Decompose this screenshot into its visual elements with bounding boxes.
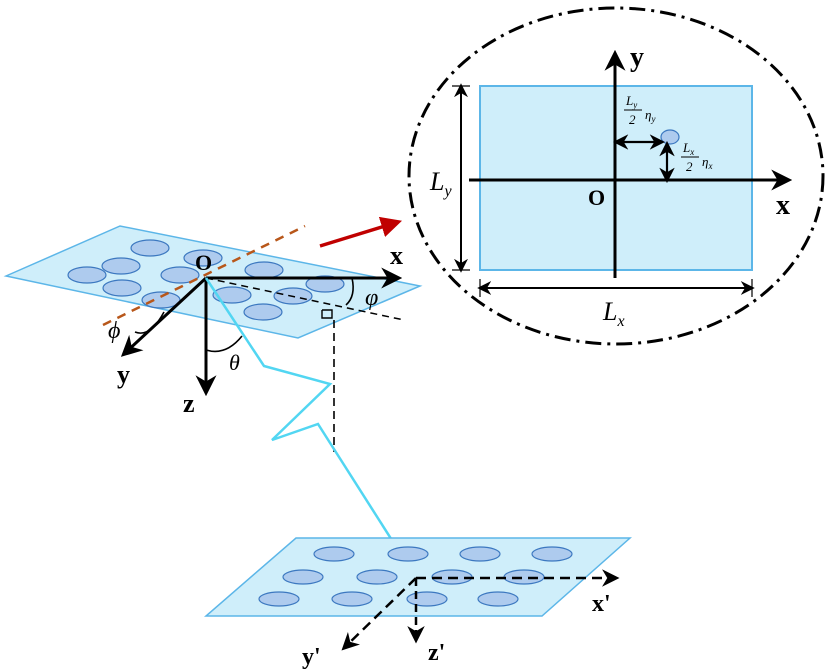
surface-element [243, 303, 283, 321]
svg-text:Ly: Ly [625, 93, 637, 110]
transmission-ray [204, 277, 418, 581]
half-lx-numerator: L [682, 140, 690, 155]
surface-element [313, 546, 355, 562]
lower-y-axis [341, 577, 417, 651]
surface-element [387, 546, 429, 562]
lower-y-label: y' [302, 644, 321, 670]
right-angle-marker [321, 309, 333, 319]
zoom-x-label: x [776, 190, 790, 221]
zoom-boundary-circle [407, 6, 825, 346]
half-ly-eta: η [645, 107, 651, 122]
surface-element [244, 261, 284, 279]
surface-element [477, 591, 519, 607]
surface-element [331, 591, 373, 607]
surface-element [141, 291, 181, 309]
zoom-view-group: O x y Ly Lx Ly 2 ηy Lx 2 [407, 6, 825, 346]
orientation-line [102, 224, 306, 327]
upper-origin-label: O [195, 250, 212, 275]
upper-x-label: x [390, 241, 403, 270]
zoom-element-circle [660, 129, 680, 145]
surface-element [258, 591, 300, 607]
zoom-origin-label: O [588, 185, 605, 210]
lower-z-label: z' [428, 640, 445, 666]
phi-label: ϕ [108, 318, 120, 344]
lower-surface-group: x' y' z' [203, 537, 632, 670]
theta-label: θ [229, 350, 240, 375]
varphi-label: φ [365, 285, 378, 311]
projection-line [205, 277, 405, 321]
varphi-angle-arc [345, 277, 354, 306]
svg-text:ηy: ηy [645, 107, 655, 124]
surface-element [102, 279, 142, 297]
lower-x-label: x' [592, 591, 611, 617]
surface-element [356, 569, 398, 585]
svg-text:ηx: ηx [702, 154, 712, 171]
upper-surface-group: O x y z ϕ φ θ [3, 216, 423, 452]
surface-element [459, 546, 501, 562]
half-ly-eta-sub: y [650, 114, 655, 124]
half-lx-denominator: 2 [686, 159, 693, 174]
ly-label: Ly [429, 167, 452, 200]
ly-label-sub: y [442, 183, 452, 200]
upper-z-label: z [183, 389, 195, 418]
upper-surface-plane [3, 225, 423, 339]
surface-element [160, 266, 200, 284]
half-lx-eta: η [702, 154, 708, 169]
theta-angle-arc [205, 335, 243, 353]
callout-arrow [319, 216, 403, 248]
lx-label-main: L [602, 297, 617, 326]
half-lx-eta-sub: x [707, 161, 712, 171]
half-ly-numerator: L [625, 93, 633, 108]
lx-label: Lx [602, 297, 625, 330]
surface-element [305, 275, 345, 293]
surface-element [101, 257, 141, 275]
surface-element [67, 266, 107, 284]
svg-text:Lx: Lx [682, 140, 694, 157]
upper-y-axis [120, 276, 208, 357]
half-ly-denominator: 2 [629, 112, 636, 127]
ly-label-main: L [429, 167, 444, 196]
lx-label-sub: x [616, 313, 624, 330]
phi-angle-arc [134, 311, 165, 334]
upper-surface-elements [67, 239, 345, 321]
surface-element [406, 591, 448, 607]
surface-element [130, 239, 170, 257]
surface-element [212, 286, 252, 304]
half-lx-fraction: Lx 2 ηx [681, 140, 712, 174]
upper-y-label: y [117, 360, 130, 389]
half-ly-numerator-sub: y [632, 100, 637, 110]
surface-element [282, 569, 324, 585]
half-ly-fraction: Ly 2 ηy [624, 93, 655, 127]
zoom-y-label: y [630, 42, 644, 73]
half-lx-numerator-sub: x [689, 147, 694, 157]
lower-surface-elements [258, 546, 573, 607]
surface-element [183, 249, 223, 267]
surface-element [531, 546, 573, 562]
